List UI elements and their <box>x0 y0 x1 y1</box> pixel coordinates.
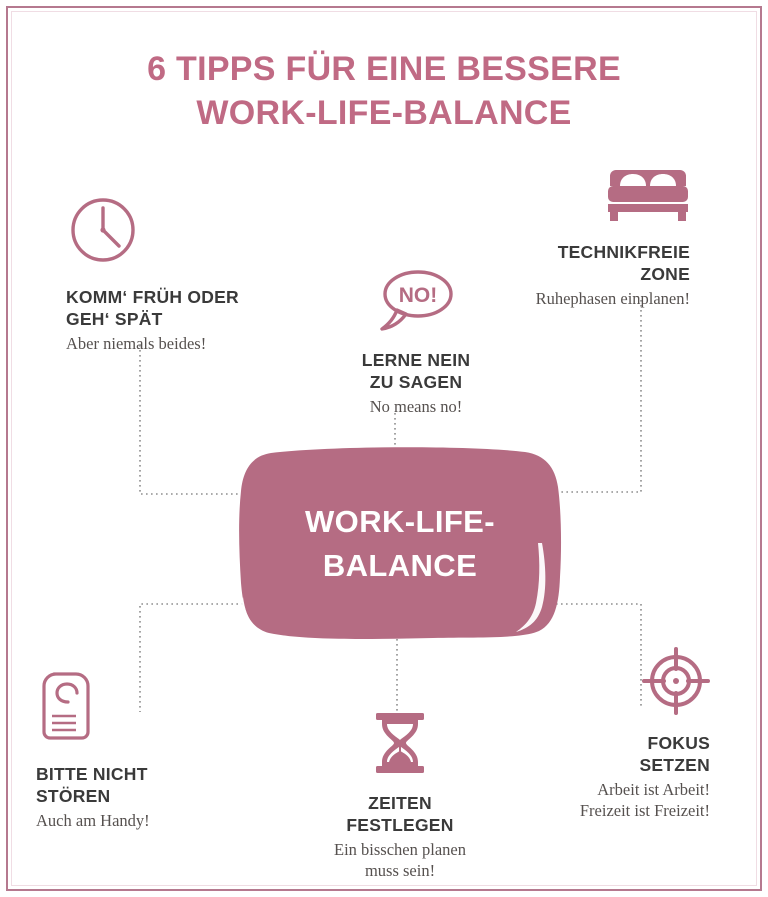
tip-technikfreie-zone: TECHNIKFREIE ZONE Ruhephasen einplanen! <box>494 166 690 309</box>
tip-lerne-nein: NO! LERNE NEIN ZU SAGEN No means no! <box>316 268 516 417</box>
tip-technikfreie-zone-heading-line1: TECHNIKFREIE <box>557 242 690 262</box>
tip-fokus-setzen-heading-line1: FOKUS <box>647 733 710 753</box>
speech-bubble-label: NO! <box>399 284 438 307</box>
center-badge-line2: BALANCE <box>322 548 478 583</box>
center-badge: WORK-LIFE- BALANCE <box>237 447 563 641</box>
tip-bitte-nicht-stoeren: BITTE NICHT STÖREN Auch am Handy! <box>36 668 246 831</box>
tip-bitte-nicht-stoeren-subtitle: Auch am Handy! <box>36 811 150 831</box>
clock-icon <box>66 193 316 272</box>
speech-bubble-no-icon: NO! <box>316 268 516 337</box>
tip-technikfreie-zone-heading: TECHNIKFREIE ZONE <box>494 241 690 285</box>
tip-bitte-nicht-stoeren-heading: BITTE NICHT STÖREN <box>36 763 246 807</box>
connector-komm-frueh <box>139 345 243 495</box>
tip-lerne-nein-heading: LERNE NEIN ZU SAGEN <box>316 349 516 393</box>
page-title-line1: 6 TIPPS FÜR EINE BESSERE <box>147 50 621 88</box>
tip-komm-frueh-subtitle: Aber niemals beides! <box>66 334 207 354</box>
tip-bitte-nicht-stoeren-heading-line2: STÖREN <box>36 786 111 807</box>
tip-zeiten-festlegen-subtitle-line1: Ein bisschen planen <box>334 840 466 860</box>
center-badge-line1: WORK-LIFE- <box>305 503 495 539</box>
tip-fokus-setzen-heading: FOKUS SETZEN <box>560 732 710 776</box>
tip-fokus-setzen-heading-line2: SETZEN <box>639 755 710 776</box>
tip-technikfreie-zone-subtitle: Ruhephasen einplanen! <box>535 289 690 309</box>
page-title: 6 TIPPS FÜR EINE BESSERE WORK-LIFE-BALAN… <box>0 48 768 135</box>
tip-zeiten-festlegen-subtitle: Ein bisschen planen muss sein! <box>300 839 500 881</box>
tip-lerne-nein-subtitle: No means no! <box>369 397 463 417</box>
tip-komm-frueh-heading-line2: GEH‘ SPÄT <box>66 309 163 330</box>
tip-fokus-setzen: FOKUS SETZEN Arbeit ist Arbeit! Freizeit… <box>560 647 710 821</box>
door-hanger-icon <box>36 668 246 751</box>
tip-lerne-nein-heading-line2: ZU SAGEN <box>369 372 463 393</box>
target-crosshair-icon <box>560 647 710 720</box>
center-badge-shape <box>239 447 562 639</box>
center-badge-text: WORK-LIFE- BALANCE <box>237 447 563 641</box>
tip-fokus-setzen-subtitle-line1: Arbeit ist Arbeit! <box>597 780 710 800</box>
tip-fokus-setzen-subtitle-line2: Freizeit ist Freizeit! <box>579 801 710 821</box>
page-title-line2: WORK-LIFE-BALANCE <box>196 93 572 132</box>
tip-technikfreie-zone-heading-line2: ZONE <box>640 264 690 285</box>
tip-zeiten-festlegen-heading: ZEITEN FESTLEGEN <box>300 792 500 836</box>
bed-icon <box>494 166 690 231</box>
tip-bitte-nicht-stoeren-heading-line1: BITTE NICHT <box>36 764 148 784</box>
tip-fokus-setzen-subtitle: Arbeit ist Arbeit! Freizeit ist Freizeit… <box>560 779 710 821</box>
tip-zeiten-festlegen-subtitle-line2: muss sein! <box>364 861 436 881</box>
tip-komm-frueh-heading: KOMM‘ FRÜH ODER GEH‘ SPÄT <box>66 286 316 330</box>
tip-lerne-nein-heading-line1: LERNE NEIN <box>361 350 471 370</box>
tip-komm-frueh: KOMM‘ FRÜH ODER GEH‘ SPÄT Aber niemals b… <box>66 193 316 354</box>
tip-zeiten-festlegen-heading-line1: ZEITEN <box>368 793 432 813</box>
tip-komm-frueh-heading-line1: KOMM‘ FRÜH ODER <box>66 287 239 307</box>
hourglass-icon <box>300 711 500 780</box>
tip-zeiten-festlegen: ZEITEN FESTLEGEN Ein bisschen planen mus… <box>300 711 500 881</box>
tip-zeiten-festlegen-heading-line2: FESTLEGEN <box>346 815 454 836</box>
connector-technikfreie-zone <box>556 300 642 493</box>
